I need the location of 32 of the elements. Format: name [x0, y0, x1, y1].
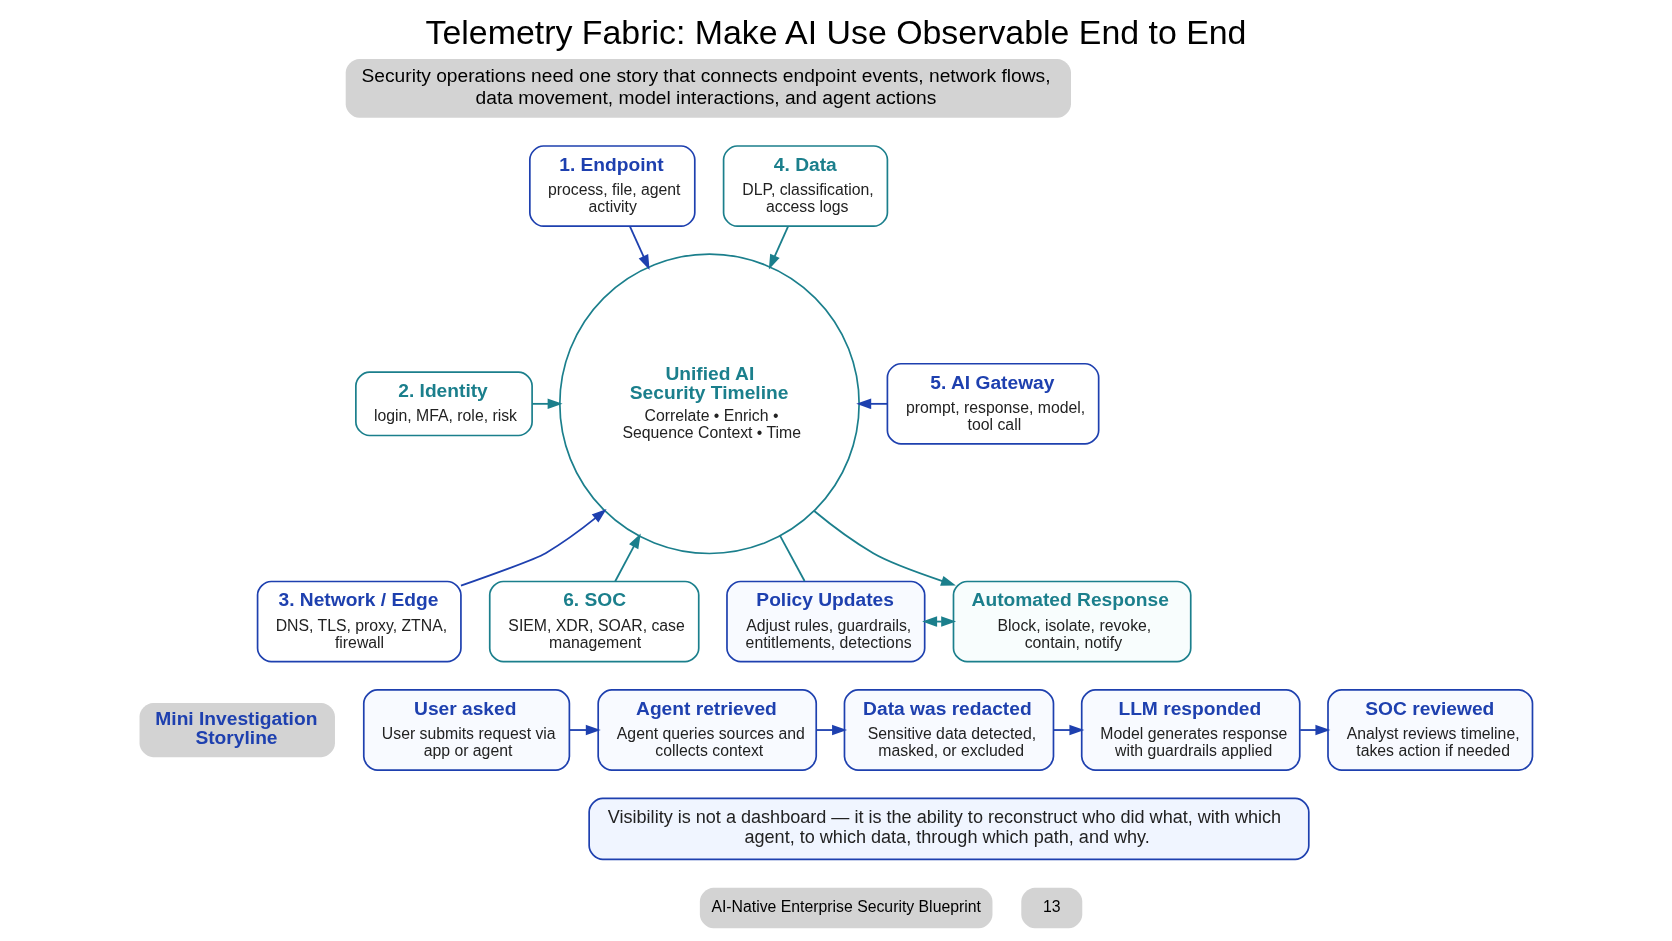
node-box: Data was redacted Sensitive data detected, masked, or excluded	[843, 689, 1055, 771]
arrow	[768, 225, 789, 270]
node-box: 5. AI Gateway prompt, response, model, tool call	[886, 362, 1100, 445]
arrow	[629, 225, 650, 270]
arrow	[856, 398, 889, 410]
node-box: Automated Response Block, isolate, revoke, contain, notify	[952, 580, 1192, 663]
diagram-title: Telemetry Fabric: Make AI Use Observable End to End	[425, 13, 1247, 52]
node-box: 3. Network / Edge DNS, TLS, proxy, ZTNA, firewall	[256, 580, 462, 663]
arrow	[568, 724, 601, 736]
arrow	[531, 398, 563, 410]
node-box: LLM responded Model generates response with guardrails applied	[1080, 689, 1301, 771]
arrow	[813, 510, 956, 586]
node-box: 4. Data DLP, classification, access logs	[722, 145, 889, 228]
node-box: Visibility is not a dashboard — it is the ability to reconstruct who did what, with which agent, to which data, through which path, and why.	[588, 797, 1310, 861]
label: AI-Native Enterprise Security Blueprint	[711, 898, 981, 916]
node-box: SOC reviewed Analyst reviews timeline, takes action if needed	[1327, 689, 1534, 771]
arrow	[922, 616, 957, 627]
label: Mini Investigation Storyline	[155, 708, 318, 749]
arrow	[1052, 724, 1085, 736]
label: 13	[1042, 898, 1061, 916]
node-box: Policy Updates Adjust rules, guardrails, entitlements, detections	[726, 580, 926, 663]
node-box: 2. Identity login, MFA, role, risk	[355, 371, 533, 437]
arrow	[1299, 724, 1331, 736]
arrow	[614, 533, 641, 583]
label: Security operations need one story that connects endpoint events, network flows, data movement, model interactions, and agent actions	[361, 65, 1051, 108]
arrow	[460, 508, 607, 587]
node-box: Agent retrieved Agent queries sources and collects context	[597, 689, 818, 771]
connector	[779, 534, 806, 582]
node-box: User asked User submits request via app or agent	[362, 689, 571, 771]
arrow	[815, 724, 847, 736]
node-box: 1. Endpoint process, file, agent activity	[529, 145, 696, 228]
node-box: 6. SOC SIEM, XDR, SOAR, case management	[488, 580, 700, 663]
